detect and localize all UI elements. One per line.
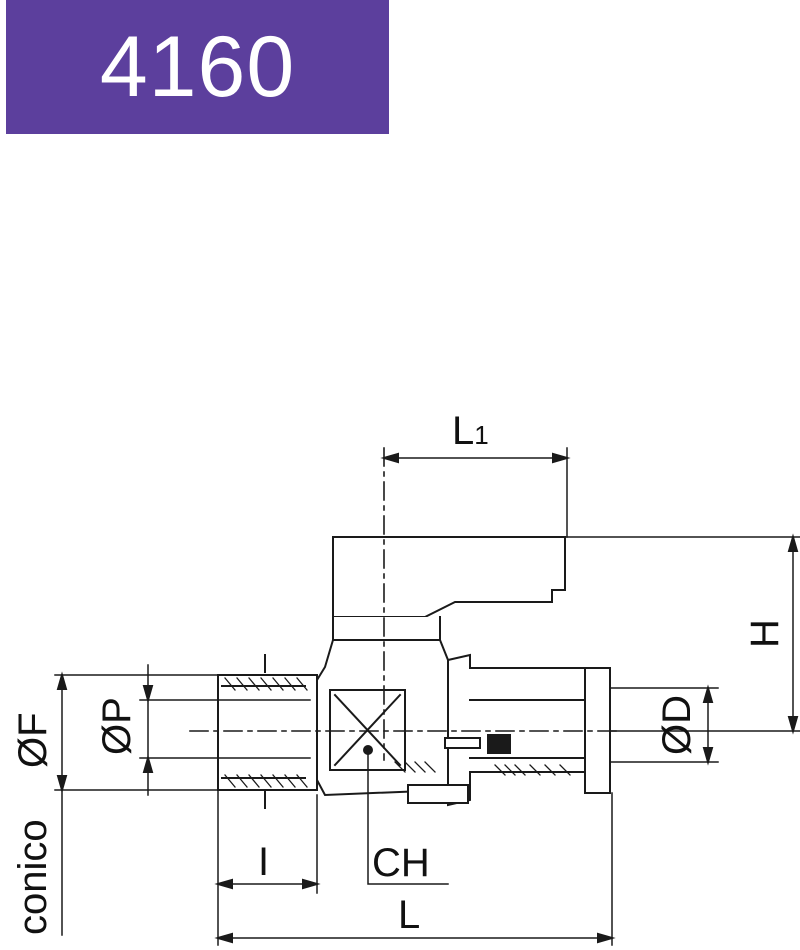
- op-arrow-top: [142, 685, 154, 704]
- label-i: I: [258, 840, 269, 884]
- label-l: L: [398, 893, 420, 937]
- label-ch: CH: [372, 841, 430, 885]
- lever-stem: [332, 616, 441, 641]
- valve-body: [316, 639, 449, 797]
- label-conico: conico: [11, 819, 55, 935]
- label-l1: L1: [452, 409, 489, 453]
- label-of: ØF: [11, 712, 55, 768]
- of-arrow-top: [56, 671, 68, 690]
- hex-cross-b: [333, 693, 402, 767]
- od-arrow-bottom: [702, 747, 714, 766]
- product-code-badge: 4160: [6, 0, 389, 134]
- od-arrow-top: [702, 684, 714, 703]
- i-arrow-left: [214, 878, 233, 890]
- thread-hatch-bottom: [224, 774, 308, 788]
- l1-arrow-left: [380, 452, 399, 464]
- label-od: ØD: [655, 695, 699, 755]
- l-arrow-left: [214, 932, 233, 944]
- o-ring-small: [444, 737, 481, 749]
- i-arrow-right: [302, 878, 321, 890]
- h-arrow-bottom: [787, 716, 799, 735]
- lever-handle: [332, 536, 566, 618]
- threaded-inlet: [217, 674, 318, 791]
- thread-hatch-top: [224, 677, 308, 691]
- fitting-hatch: [394, 761, 571, 776]
- ch-leader: [367, 749, 449, 885]
- o-ring-top: [487, 734, 511, 754]
- op-arrow-bottom: [142, 754, 154, 773]
- fitting-lower-collar: [407, 784, 469, 804]
- label-op: ØP: [95, 697, 139, 755]
- label-h: H: [743, 619, 787, 648]
- l-arrow-right: [597, 932, 616, 944]
- l1-arrow-right: [552, 452, 571, 464]
- product-code: 4160: [99, 18, 296, 115]
- of-arrow-bottom: [56, 775, 68, 794]
- h-arrow-top: [787, 533, 799, 552]
